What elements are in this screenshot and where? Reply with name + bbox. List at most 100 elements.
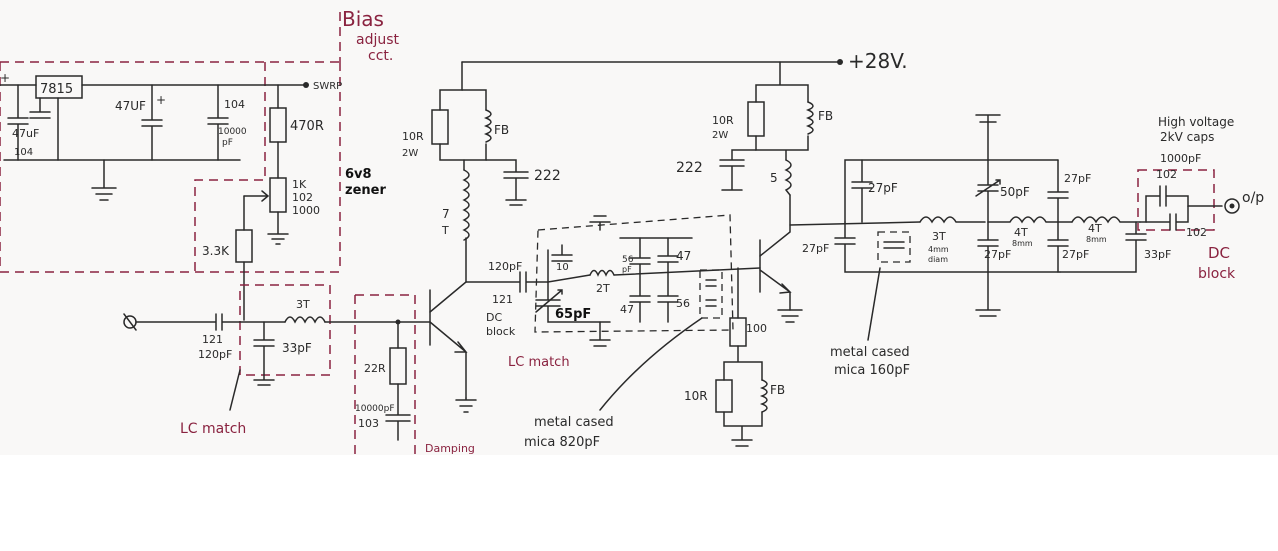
regulator-7815 xyxy=(35,75,83,99)
inductor-2t-label: 2T xyxy=(596,282,610,295)
cap-121-top-label: 121 xyxy=(492,293,513,306)
cap-102-b xyxy=(1145,205,1189,231)
mica-160-capacitor xyxy=(877,231,911,263)
plus-sign: + xyxy=(0,71,10,85)
cap-10000pf-b-label: 10000pF xyxy=(355,404,395,414)
cap-47-a-label: 47 xyxy=(676,249,691,263)
resistor-10r-a-watt: 2W xyxy=(402,148,418,159)
inductor-7t-label-b: T xyxy=(441,224,449,237)
supply-node xyxy=(837,59,843,65)
inductor-5t xyxy=(784,159,792,196)
emitter-ground-icon xyxy=(723,411,763,447)
cap-33pf-input xyxy=(253,321,275,386)
inductor-4t-b xyxy=(1071,216,1141,224)
resistor-470r-label: 470R xyxy=(290,119,324,134)
transistor-1-ground-icon xyxy=(455,397,477,413)
fb-b-label: FB xyxy=(818,109,833,123)
plus-47uf: + xyxy=(156,93,166,107)
trimmer-50pf-icon xyxy=(975,159,1001,223)
output-label: o/p xyxy=(1242,190,1264,206)
resistor-22r-label: 22R xyxy=(364,362,386,375)
match-bottom-ground-icon xyxy=(589,321,611,347)
cap-input-dc-block xyxy=(135,313,286,331)
inductor-4t-a xyxy=(987,216,1073,224)
dc-block-out-label: DC xyxy=(1208,244,1230,262)
regulator-label: 7815 xyxy=(40,82,73,97)
pot-1k-label: 1K xyxy=(292,178,307,191)
mica-160-label-2: mica 160pF xyxy=(834,363,910,378)
swr-pin-node xyxy=(303,82,309,88)
cap-1000pf-label: 1000pF xyxy=(1160,152,1201,165)
cap-33pf-in-label: 33pF xyxy=(282,341,312,355)
resistor-3k3 xyxy=(235,229,253,263)
mica-820-label-2: mica 820pF xyxy=(524,435,600,450)
match-top-ground-icon xyxy=(589,215,611,231)
inductor-3t-label: 3T xyxy=(932,230,946,243)
cap-56-b-label: 56 xyxy=(676,297,690,310)
swr-pin-label: SWRP xyxy=(313,81,342,92)
cap-33pf-out-label: 33pF xyxy=(1144,248,1171,261)
lc-match-input-label: LC match xyxy=(180,421,246,437)
trimmer-65pf-label: 65pF xyxy=(555,307,591,322)
cap-121-in-label: 121 xyxy=(202,333,223,346)
mica-160-label: metal cased xyxy=(830,345,910,360)
supply-voltage-label: +28V. xyxy=(848,49,908,73)
cap-33pf-out xyxy=(1059,221,1147,273)
bias-ground-icon xyxy=(91,159,117,201)
cap-27pf-e-label: 27pF xyxy=(1062,248,1089,261)
cap-120pf-top-label: 120pF xyxy=(488,260,522,273)
transistor-2-ground-icon xyxy=(777,309,803,323)
cap-27pf-d-label: 27pF xyxy=(1064,172,1091,185)
output-connector-icon xyxy=(1224,198,1240,214)
cap-47uf-label: 47UF xyxy=(115,99,146,113)
cap-104-left-label: 104 xyxy=(14,147,33,158)
cap-102-a-label: 102 xyxy=(1156,168,1177,181)
resistor-22r xyxy=(389,347,407,385)
cap-27pf-c xyxy=(975,221,1001,317)
cap-27pf-b xyxy=(834,221,1061,273)
cap-pf-label: pF xyxy=(222,138,233,148)
cap-27pf-a xyxy=(851,159,873,223)
cap-27-b-label: 27pF xyxy=(802,242,829,255)
resistor-10r-c xyxy=(715,379,733,413)
inductor-4t-b-label: 4T xyxy=(1088,222,1102,235)
resistor-10r-b-label: 10R xyxy=(712,114,734,127)
fb-c-label: FB xyxy=(770,383,785,397)
dc-block-label: DC xyxy=(486,311,502,324)
pot-ground-icon xyxy=(267,211,289,245)
inductor-4t-a-dim: 8mm xyxy=(1012,239,1033,248)
resistor-10r-b xyxy=(747,101,765,137)
resistor-470r xyxy=(269,107,287,143)
inductor-7t-label: 7 xyxy=(442,207,450,221)
cap-10000-label: 10000 xyxy=(218,127,247,137)
cap-56-label: 56 xyxy=(622,255,634,265)
rf-amplifier-schematic: Bias adjust cct. 7815 SWRP + 47uF 104 47… xyxy=(0,7,1264,455)
potentiometer xyxy=(269,177,287,213)
resistor-10r-a xyxy=(431,109,449,145)
inductor-3t-in-label: 3T xyxy=(296,298,310,311)
dc-block-label-2: block xyxy=(486,325,516,338)
cap-56-pf-label: pF xyxy=(622,265,632,274)
zener-label-2: zener xyxy=(345,183,386,198)
cap-222-a-label: 222 xyxy=(534,168,561,184)
cap-47uf xyxy=(141,84,163,161)
damping-boundary xyxy=(354,294,416,455)
cap-1000pf-dc-block xyxy=(1139,185,1223,223)
inductor-3t-dim: 4mm xyxy=(928,245,949,254)
inductor-2t xyxy=(589,269,615,277)
cap-47uf-left xyxy=(7,84,29,161)
cap-27pf-d xyxy=(1047,159,1069,223)
input-lc-match-boundary xyxy=(239,284,331,376)
cap-10-label: 10 xyxy=(556,262,569,273)
output-dc-block-boundary xyxy=(1137,169,1215,231)
pot-1000-label: 1000 xyxy=(292,204,320,217)
inductor-3t-dim-2: diam xyxy=(928,255,948,264)
inductor-4t-a-label: 4T xyxy=(1014,226,1028,239)
cap-103-label: 103 xyxy=(358,417,379,430)
ferrite-bead-a-icon xyxy=(483,109,492,143)
mica-820-capacitor xyxy=(699,269,723,319)
cap-47uf-left-label: 47uF xyxy=(12,127,39,140)
pot-102-label: 102 xyxy=(292,191,313,204)
mica-820-label: metal cased xyxy=(534,415,614,430)
cap-47-b-label: 47 xyxy=(620,303,634,316)
